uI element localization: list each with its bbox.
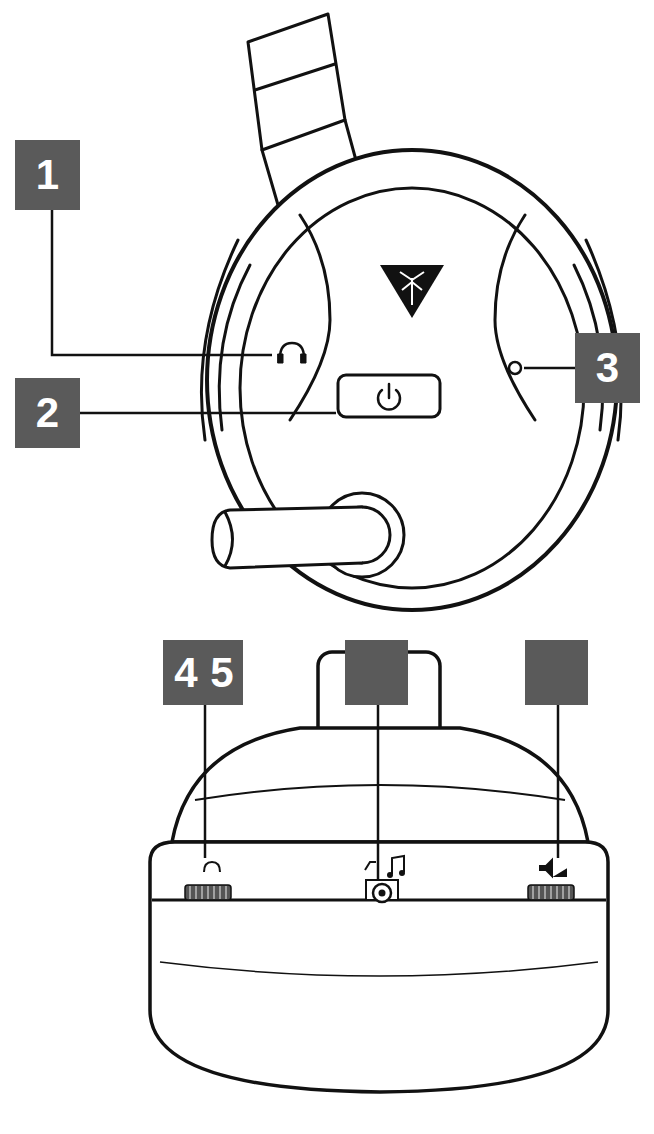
callout-number: 2 [36, 392, 59, 434]
callout-number: 4 [174, 652, 197, 694]
callout-number: 1 [36, 154, 59, 196]
callout-number: 3 [596, 347, 619, 389]
callout-number: 5 [210, 652, 233, 694]
